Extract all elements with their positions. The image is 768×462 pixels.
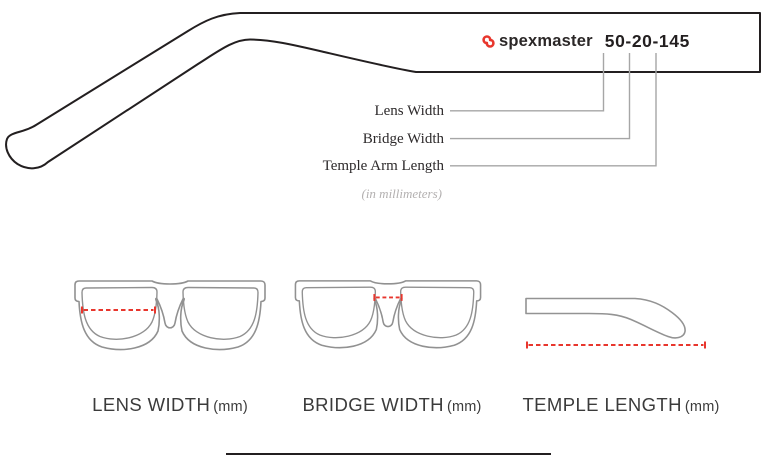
- temple-length-caption: TEMPLE LENGTH(mm): [501, 394, 741, 416]
- millimeters-note: (in millimeters): [361, 185, 442, 201]
- bridge-width-label: Bridge Width: [362, 130, 444, 147]
- lens-width-arrow: [81, 306, 156, 314]
- left-lens-outline: [81, 286, 158, 340]
- frame-size-text: 50-20-145: [604, 31, 690, 51]
- glasses-front-bridge-width-icon: [294, 280, 482, 349]
- bridge-width-caption: BRIDGE WIDTH(mm): [272, 394, 512, 416]
- bridge-width-arrow: [373, 294, 403, 301]
- bridge-width-callout-line: [450, 53, 631, 140]
- lens-width-callout-line: [450, 53, 605, 112]
- temple-arm-length-label: Temple Arm Length: [322, 157, 444, 174]
- glasses-frame-outline: [294, 280, 482, 349]
- glasses-frame-outline: [74, 280, 266, 351]
- spexmaster-logo-icon: [482, 35, 495, 48]
- lens-width-caption: LENS WIDTH(mm): [50, 394, 290, 416]
- glasses-front-lens-width-icon: [74, 280, 266, 351]
- brand-row: spexmaster 50-20-145: [481, 31, 690, 52]
- temple-side-outline: [525, 297, 686, 339]
- temple-side-view-icon: [525, 297, 706, 349]
- divider-line: [226, 453, 551, 455]
- caption-unit: (mm): [213, 399, 248, 415]
- left-lens-outline: [301, 286, 377, 339]
- right-lens-outline: [182, 286, 259, 340]
- caption-label: LENS WIDTH: [92, 394, 211, 415]
- temple-arm-drawing: [5, 12, 761, 170]
- caption-unit: (mm): [446, 399, 482, 415]
- temple-length-callout-line: [450, 53, 657, 167]
- brand-name: spexmaster: [499, 32, 593, 50]
- right-lens-outline: [399, 286, 475, 339]
- temple-arm-outline: [5, 12, 761, 170]
- caption-label: TEMPLE LENGTH: [522, 394, 682, 415]
- caption-unit: (mm): [684, 399, 720, 415]
- temple-length-arrow: [526, 341, 706, 349]
- lens-width-label: Lens Width: [374, 102, 444, 119]
- caption-label: BRIDGE WIDTH: [302, 394, 444, 415]
